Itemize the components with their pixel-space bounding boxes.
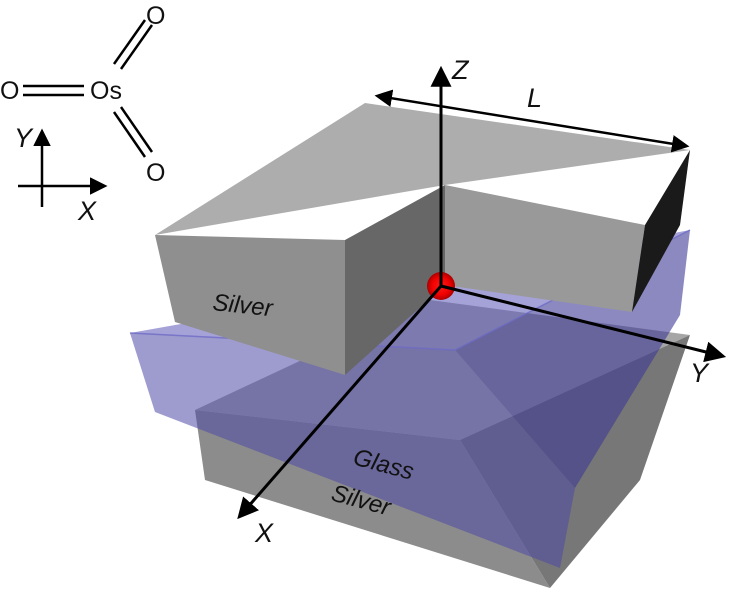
top-silver-right-front-face [445,185,645,312]
bond-upper-right-b [119,24,154,70]
top-silver-end-face [632,150,690,312]
inset-y-label: Y [14,123,34,153]
osmium-atom: Os [90,77,122,105]
length-arrow [374,89,690,153]
main-axes [237,65,727,520]
bond-upper-right-a [112,19,147,65]
x-axis [237,285,443,520]
length-label: L [527,83,542,113]
bond-lower-right-b [119,106,154,153]
oso3-molecule: Os O O O [0,2,165,187]
bond-lower-right-a [112,111,147,158]
oxygen-lower-right: O [146,159,165,187]
top-silver-label: Silver [211,289,275,322]
z-axis-label: Z [451,55,470,85]
y-axis [440,284,727,363]
top-silver-left-front-face [155,235,345,375]
inset-x-label: X [77,196,97,226]
x-axis-label: X [254,518,274,548]
bonds [23,19,154,158]
oxygen-left: O [0,77,19,105]
inset-axes [18,128,108,207]
top-silver-inner-side-face [345,185,445,375]
glass-front-face [130,333,575,568]
y-axis-label: Y [690,358,710,388]
oxygen-upper-right: O [146,2,165,30]
